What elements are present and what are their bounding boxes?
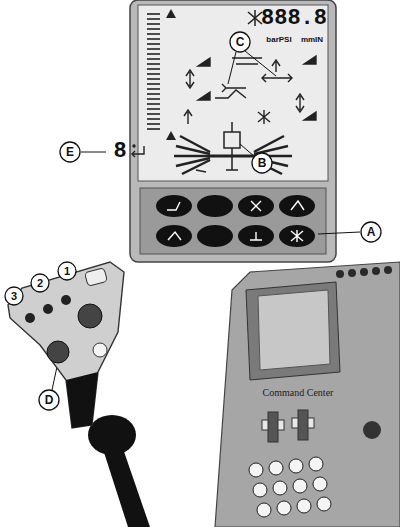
lcd-screen <box>138 5 328 181</box>
callout-number: 1 <box>64 266 70 277</box>
callout-letter: D <box>45 394 54 406</box>
joystick-dial <box>47 341 69 363</box>
button-panel <box>140 188 326 254</box>
unit-label: barPSI <box>266 36 291 44</box>
joystick-button <box>85 268 108 287</box>
joystick-button <box>93 343 107 357</box>
fan-icon <box>248 10 262 26</box>
return-icon <box>132 145 144 157</box>
callout-letter: B <box>258 157 267 169</box>
joystick-dial <box>78 304 102 328</box>
keypad-buttons <box>156 195 315 247</box>
console-keys <box>249 457 331 517</box>
spray-fans <box>174 136 292 174</box>
bar-graph <box>147 14 160 129</box>
callout-letter: C <box>236 36 245 48</box>
console-screen <box>246 282 340 380</box>
warning-icon <box>166 131 176 140</box>
display-housing <box>130 0 336 262</box>
console-levers <box>262 410 314 442</box>
console-buttons <box>336 266 392 278</box>
callout-number: 3 <box>11 291 17 302</box>
digit-readout: 888.8 <box>261 8 327 30</box>
joystick-ball <box>88 415 136 455</box>
joystick-buttons <box>25 295 71 323</box>
callout-letter: A <box>367 226 376 238</box>
callout-number: 2 <box>37 278 43 289</box>
button-icons <box>167 201 304 242</box>
digit-readout: 8 <box>113 141 126 163</box>
console <box>215 262 400 527</box>
function-icons <box>184 56 316 124</box>
joystick-grip <box>66 372 98 428</box>
console-knob <box>363 421 381 439</box>
joystick-handle <box>8 262 124 428</box>
console-screen-glass <box>258 290 330 370</box>
warning-icon <box>166 9 176 18</box>
callout-circles <box>5 32 381 410</box>
brand-text: Command Center <box>263 388 334 398</box>
callout-letter: E <box>66 146 74 158</box>
unit-label: mmIN <box>301 36 323 44</box>
